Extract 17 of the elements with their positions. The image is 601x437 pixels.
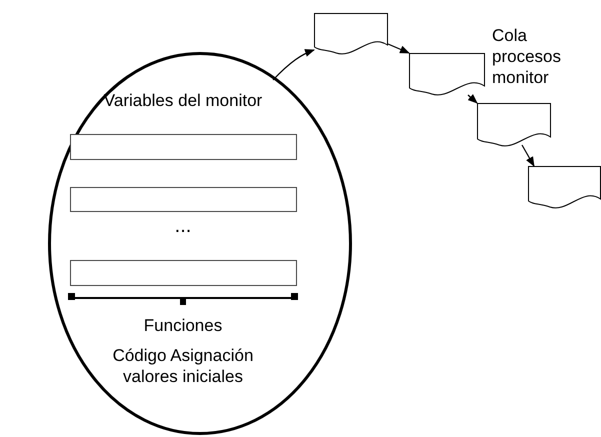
section-label: Código Asignación valores iniciales [112,345,254,387]
arrow [272,49,315,80]
queue-label: Cola procesos monitor [492,25,562,88]
arrow [388,43,410,54]
queued-process-document [528,166,601,211]
monitor-ellipse [48,52,352,435]
section-label: Funciones [142,315,224,336]
arrow [468,94,478,104]
ellipsis-label: ... [174,216,192,237]
variable-box [70,260,297,286]
variable-box [70,134,297,160]
section-heading: Variables del monitor [102,90,264,111]
queued-process-document [409,53,485,98]
arrow [521,144,535,167]
queued-process-document [477,103,551,149]
variable-box [70,187,297,212]
queued-process-document [314,13,388,57]
